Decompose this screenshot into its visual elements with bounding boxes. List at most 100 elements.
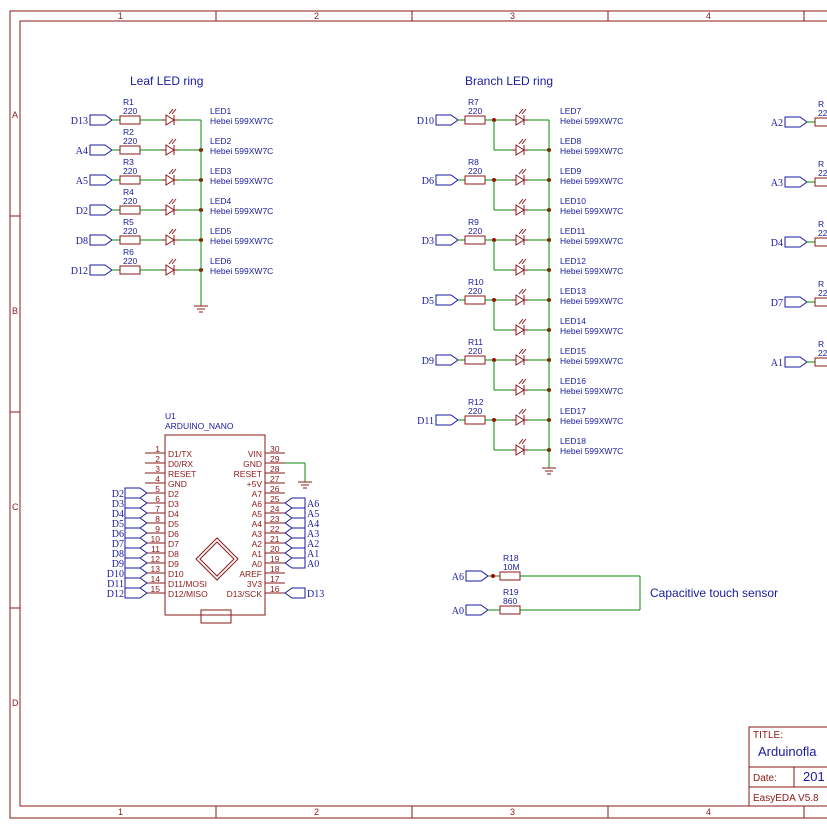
resistor-ref: R4: [123, 187, 134, 197]
pin-label: RESET: [234, 469, 262, 479]
resistor-ref: R3: [123, 157, 134, 167]
led-value: Hebei 599XW7C: [210, 116, 273, 126]
net-flag-icon: [124, 517, 148, 529]
led-icon: [512, 138, 528, 156]
net-label: D2: [76, 206, 88, 217]
net-flag-icon: [284, 497, 306, 509]
net-label: D11: [107, 579, 124, 590]
pin-label: 3V3: [247, 579, 262, 589]
net-label: D12: [71, 266, 88, 277]
resistor-value: 220: [468, 286, 482, 296]
pin-label: D8: [168, 549, 179, 559]
net-flag-icon: [284, 507, 306, 519]
led-ref: LED9: [560, 166, 582, 176]
led-icon: [512, 198, 528, 216]
net-flag-icon: [284, 547, 306, 559]
resistor-icon: [814, 237, 827, 247]
pin-label: D7: [168, 539, 179, 549]
resistor-icon: [464, 115, 486, 125]
net-label: A4: [76, 146, 88, 157]
net-flag-icon: [89, 114, 113, 126]
pin-number: 6: [155, 494, 160, 504]
net-flag-icon: [89, 264, 113, 276]
resistor-ref: R: [818, 339, 824, 349]
tool-label: EasyEDA V5.8: [753, 793, 819, 804]
resistor-ref: R10: [468, 277, 484, 287]
led-value: Hebei 599XW7C: [210, 146, 273, 156]
col-label-2: 2: [314, 11, 319, 21]
net-label: D5: [112, 519, 124, 530]
led-value: Hebei 599XW7C: [560, 206, 623, 216]
resistor-icon: [119, 265, 141, 275]
led-icon: [162, 108, 178, 126]
pin-label: D0/RX: [168, 459, 193, 469]
resistor-ref: R2: [123, 127, 134, 137]
pin-number: 25: [270, 494, 280, 504]
pin-number: 16: [270, 584, 280, 594]
led-icon: [512, 228, 528, 246]
led-ref: LED17: [560, 406, 586, 416]
net-label: D12: [107, 589, 124, 600]
led-ref: LED1: [210, 106, 232, 116]
pin-number: 12: [151, 554, 161, 564]
led-value: Hebei 599XW7C: [560, 416, 623, 426]
junction-dot: [491, 574, 495, 578]
resistor-icon: [119, 175, 141, 185]
led-ref: LED7: [560, 106, 582, 116]
pin-number: 10: [151, 534, 161, 544]
led-icon: [512, 438, 528, 456]
pin-number: 26: [270, 484, 280, 494]
pin-label: D1/TX: [168, 449, 192, 459]
pin-number: 11: [151, 544, 160, 554]
pin-number: 15: [151, 584, 161, 594]
leaf-ring-title: Leaf LED ring: [130, 74, 203, 88]
led-icon: [162, 258, 178, 276]
net-label: A0: [452, 606, 464, 617]
pin-number: 9: [155, 524, 160, 534]
net-label: A6: [452, 572, 464, 583]
net-flag-icon: [435, 294, 459, 306]
resistor-value: 10M: [503, 562, 520, 572]
net-label: D2: [112, 489, 124, 500]
resistor-value: 220: [468, 406, 482, 416]
pin-number: 2: [155, 454, 160, 464]
net-label: A3: [307, 529, 319, 540]
led-value: Hebei 599XW7C: [210, 176, 273, 186]
resistor-value: 220: [468, 346, 482, 356]
net-label: A1: [771, 358, 783, 369]
net-flag-icon: [435, 234, 459, 246]
net-label: A4: [307, 519, 319, 530]
net-label: D6: [422, 176, 434, 187]
resistor-ref: R19: [503, 587, 519, 597]
resistor-value: 220: [468, 166, 482, 176]
row-label-d: D: [12, 698, 19, 708]
pin-label: D13/SCK: [227, 589, 263, 599]
resistor-ref: R12: [468, 397, 484, 407]
net-flag-icon: [124, 527, 148, 539]
drawing-frame: 1 2 3 4 1 2 3 4 A B C D: [9, 10, 827, 819]
net-label: D11: [417, 416, 434, 427]
pin-number: 24: [270, 504, 280, 514]
resistor-icon: [119, 205, 141, 215]
net-flag-icon: [124, 487, 148, 499]
net-flag-icon: [124, 497, 148, 509]
resistor-icon: [464, 175, 486, 185]
net-flag-icon: [124, 587, 148, 599]
resistor-value: 22: [818, 348, 827, 358]
pin-number: 1: [155, 444, 160, 454]
led-ref: LED18: [560, 436, 586, 446]
pin-number: 22: [270, 524, 280, 534]
resistor-icon: [119, 145, 141, 155]
led-value: Hebei 599XW7C: [560, 116, 623, 126]
arduino-body: [164, 434, 266, 616]
net-label: D13: [307, 589, 324, 600]
resistor-icon: [499, 571, 521, 581]
led-ref: LED15: [560, 346, 586, 356]
led-value: Hebei 599XW7C: [560, 446, 623, 456]
led-ref: LED16: [560, 376, 586, 386]
resistor-ref: R: [818, 99, 824, 109]
led-icon: [162, 168, 178, 186]
net-flag-icon: [435, 174, 459, 186]
resistor-value: 220: [123, 196, 137, 206]
pin-label: A0: [252, 559, 263, 569]
